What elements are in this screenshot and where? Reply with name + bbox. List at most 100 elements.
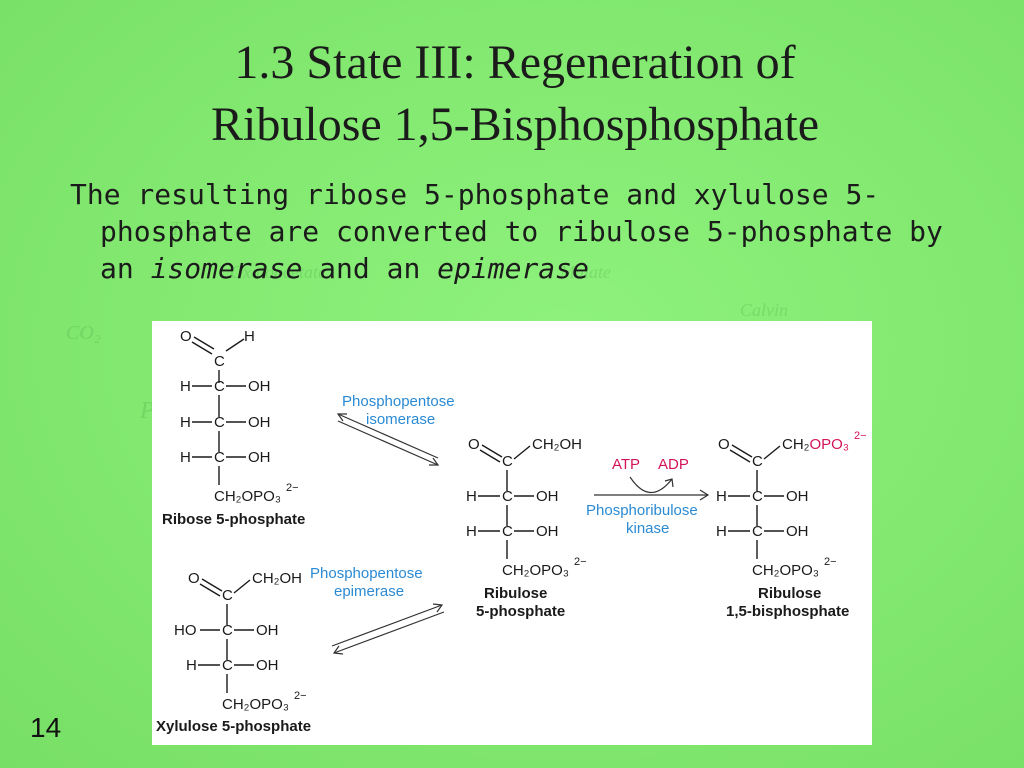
phosphate-red-part: OPO₃ bbox=[810, 436, 849, 453]
atom-c: C bbox=[752, 523, 763, 540]
adp-label: ADP bbox=[658, 456, 689, 473]
atom-c: C bbox=[752, 488, 763, 505]
watermark-text: CO₂ bbox=[66, 322, 101, 344]
arrow-head bbox=[429, 457, 440, 466]
label-xylulose-5-phosphate: Xylulose 5-phosphate bbox=[156, 718, 311, 735]
epimerase-term: epimerase bbox=[437, 252, 589, 285]
double-bond bbox=[729, 449, 751, 463]
body-text-mid: and an bbox=[302, 252, 438, 285]
title-line-2: Ribulose 1,5-Bisphosphosphate bbox=[211, 98, 819, 151]
bond bbox=[233, 579, 251, 594]
hydroxyl: OH bbox=[248, 378, 271, 395]
charge: 2− bbox=[824, 556, 837, 568]
hydroxymethyl: CH₂OH bbox=[532, 436, 582, 453]
phosphate-group: CH₂OPO₃ bbox=[222, 696, 289, 713]
arrow-head bbox=[432, 603, 444, 613]
atom-c: C bbox=[222, 622, 233, 639]
hydroxyl: OH bbox=[256, 622, 279, 639]
hydroxyl: OH bbox=[536, 523, 559, 540]
double-bond bbox=[193, 336, 215, 350]
hydroxyl: OH bbox=[536, 488, 559, 505]
atom-o: O bbox=[180, 328, 192, 345]
atom-c: C bbox=[222, 657, 233, 674]
title-line-1: 1.3 State III: Regeneration of bbox=[234, 36, 796, 89]
atom-c: C bbox=[214, 414, 225, 431]
atom-c: C bbox=[502, 453, 513, 470]
label-ribulose-line-1: Ribulose bbox=[484, 585, 547, 602]
watermark-text: Malate bbox=[560, 262, 611, 282]
ribose-5-phosphate-structure: O H C H C OH H C OH H C OH CH₂OPO₃ 2− Ri… bbox=[162, 328, 305, 528]
double-bond bbox=[199, 583, 221, 597]
charge: 2− bbox=[294, 690, 307, 702]
atom-c: C bbox=[214, 378, 225, 395]
double-bond bbox=[201, 578, 223, 592]
charge: 2− bbox=[574, 556, 587, 568]
atom-c: C bbox=[214, 353, 225, 370]
phosphate-group-1: CH₂OPO₃ bbox=[782, 436, 849, 453]
ribulose-5-phosphate-structure: O CH₂OH C H C OH H C OH CH₂OPO₃ 2− Ribul… bbox=[466, 436, 587, 620]
double-bond bbox=[191, 341, 213, 355]
watermark-text: T C bbox=[170, 218, 200, 240]
phosphate-group: CH₂OPO₃ bbox=[214, 488, 281, 505]
ribulose-1-5-bisphosphate-structure: O CH₂OPO₃ 2− C H C OH H C OH CH₂OPO₃ 2− … bbox=[716, 430, 867, 620]
atom-h: H bbox=[180, 414, 191, 431]
kinase-reaction-arrow: ATP ADP Phosphoribulose kinase bbox=[586, 456, 710, 537]
reverse-arrow bbox=[333, 611, 445, 654]
xylulose-5-phosphate-structure: O CH₂OH C HO C OH H C OH CH₂OPO₃ 2− Xylu… bbox=[156, 570, 311, 735]
phosphate-group: CH₂OPO₃ bbox=[502, 562, 569, 579]
body-paragraph: The resulting ribose 5-phosphate and xyl… bbox=[70, 176, 970, 287]
double-bond bbox=[731, 444, 753, 458]
double-bond bbox=[479, 449, 501, 463]
arrow-head bbox=[699, 489, 710, 501]
atom-o: O bbox=[188, 570, 200, 587]
slide-number: 14 bbox=[30, 712, 62, 743]
reaction-diagram: O H C H C OH H C OH H C OH CH₂OPO₃ 2− Ri… bbox=[156, 328, 867, 735]
double-bond bbox=[481, 444, 503, 458]
body-text-start: The resulting ribose 5-phosphate and xyl… bbox=[70, 178, 943, 285]
hydroxyl: OH bbox=[248, 414, 271, 431]
atom-c: C bbox=[752, 453, 763, 470]
epimerase-label-line-1: Phosphopentose bbox=[310, 565, 423, 582]
reverse-arrow bbox=[337, 413, 439, 459]
atp-label: ATP bbox=[612, 456, 640, 473]
bond bbox=[225, 338, 245, 352]
bond bbox=[763, 445, 781, 460]
atom-h: H bbox=[466, 488, 477, 505]
arrow-head bbox=[664, 478, 674, 488]
atom-h: H bbox=[466, 523, 477, 540]
epimerase-equilibrium-arrows: Phosphopentose epimerase bbox=[310, 565, 445, 655]
reaction-figure: O H C H C OH H C OH H C OH CH₂OPO₃ 2− Ri… bbox=[152, 321, 872, 745]
forward-arrow bbox=[337, 420, 439, 466]
hydroxyl: OH bbox=[786, 523, 809, 540]
label-ribulose-line-2: 5-phosphate bbox=[476, 603, 565, 620]
kinase-label-line-2: kinase bbox=[626, 520, 669, 537]
hydroxyl: OH bbox=[786, 488, 809, 505]
atom-o: O bbox=[468, 436, 480, 453]
atom-h: H bbox=[180, 378, 191, 395]
hydroxymethyl: CH₂OH bbox=[252, 570, 302, 587]
charge: 2− bbox=[286, 482, 299, 494]
atom-h: H bbox=[180, 449, 191, 466]
forward-arrow bbox=[331, 604, 443, 647]
watermark-text: Oxaloacetate bbox=[230, 262, 326, 282]
bond bbox=[513, 445, 531, 460]
atp-adp-curve-arrow bbox=[629, 476, 673, 494]
isomerase-label-line-1: Phosphopentose bbox=[342, 393, 455, 410]
isomerase-term: isomerase bbox=[150, 252, 303, 285]
epimerase-label-line-2: epimerase bbox=[334, 583, 404, 600]
hydroxyl-left: HO bbox=[174, 622, 197, 639]
atom-h: H bbox=[186, 657, 197, 674]
atom-c: C bbox=[222, 587, 233, 604]
phosphate-group-5: CH₂OPO₃ bbox=[752, 562, 819, 579]
arrow-head bbox=[332, 645, 344, 655]
atom-h: H bbox=[244, 328, 255, 345]
charge: 2− bbox=[854, 430, 867, 442]
label-ribose-5-phosphate: Ribose 5-phosphate bbox=[162, 511, 305, 528]
slide-title: 1.3 State III: Regeneration of Ribulose … bbox=[120, 32, 910, 156]
atom-c: C bbox=[502, 488, 513, 505]
label-rubp-line-1: Ribulose bbox=[758, 585, 821, 602]
hydroxyl: OH bbox=[256, 657, 279, 674]
isomerase-label-line-2: isomerase bbox=[366, 411, 435, 428]
atom-h: H bbox=[716, 523, 727, 540]
atom-c: C bbox=[502, 523, 513, 540]
